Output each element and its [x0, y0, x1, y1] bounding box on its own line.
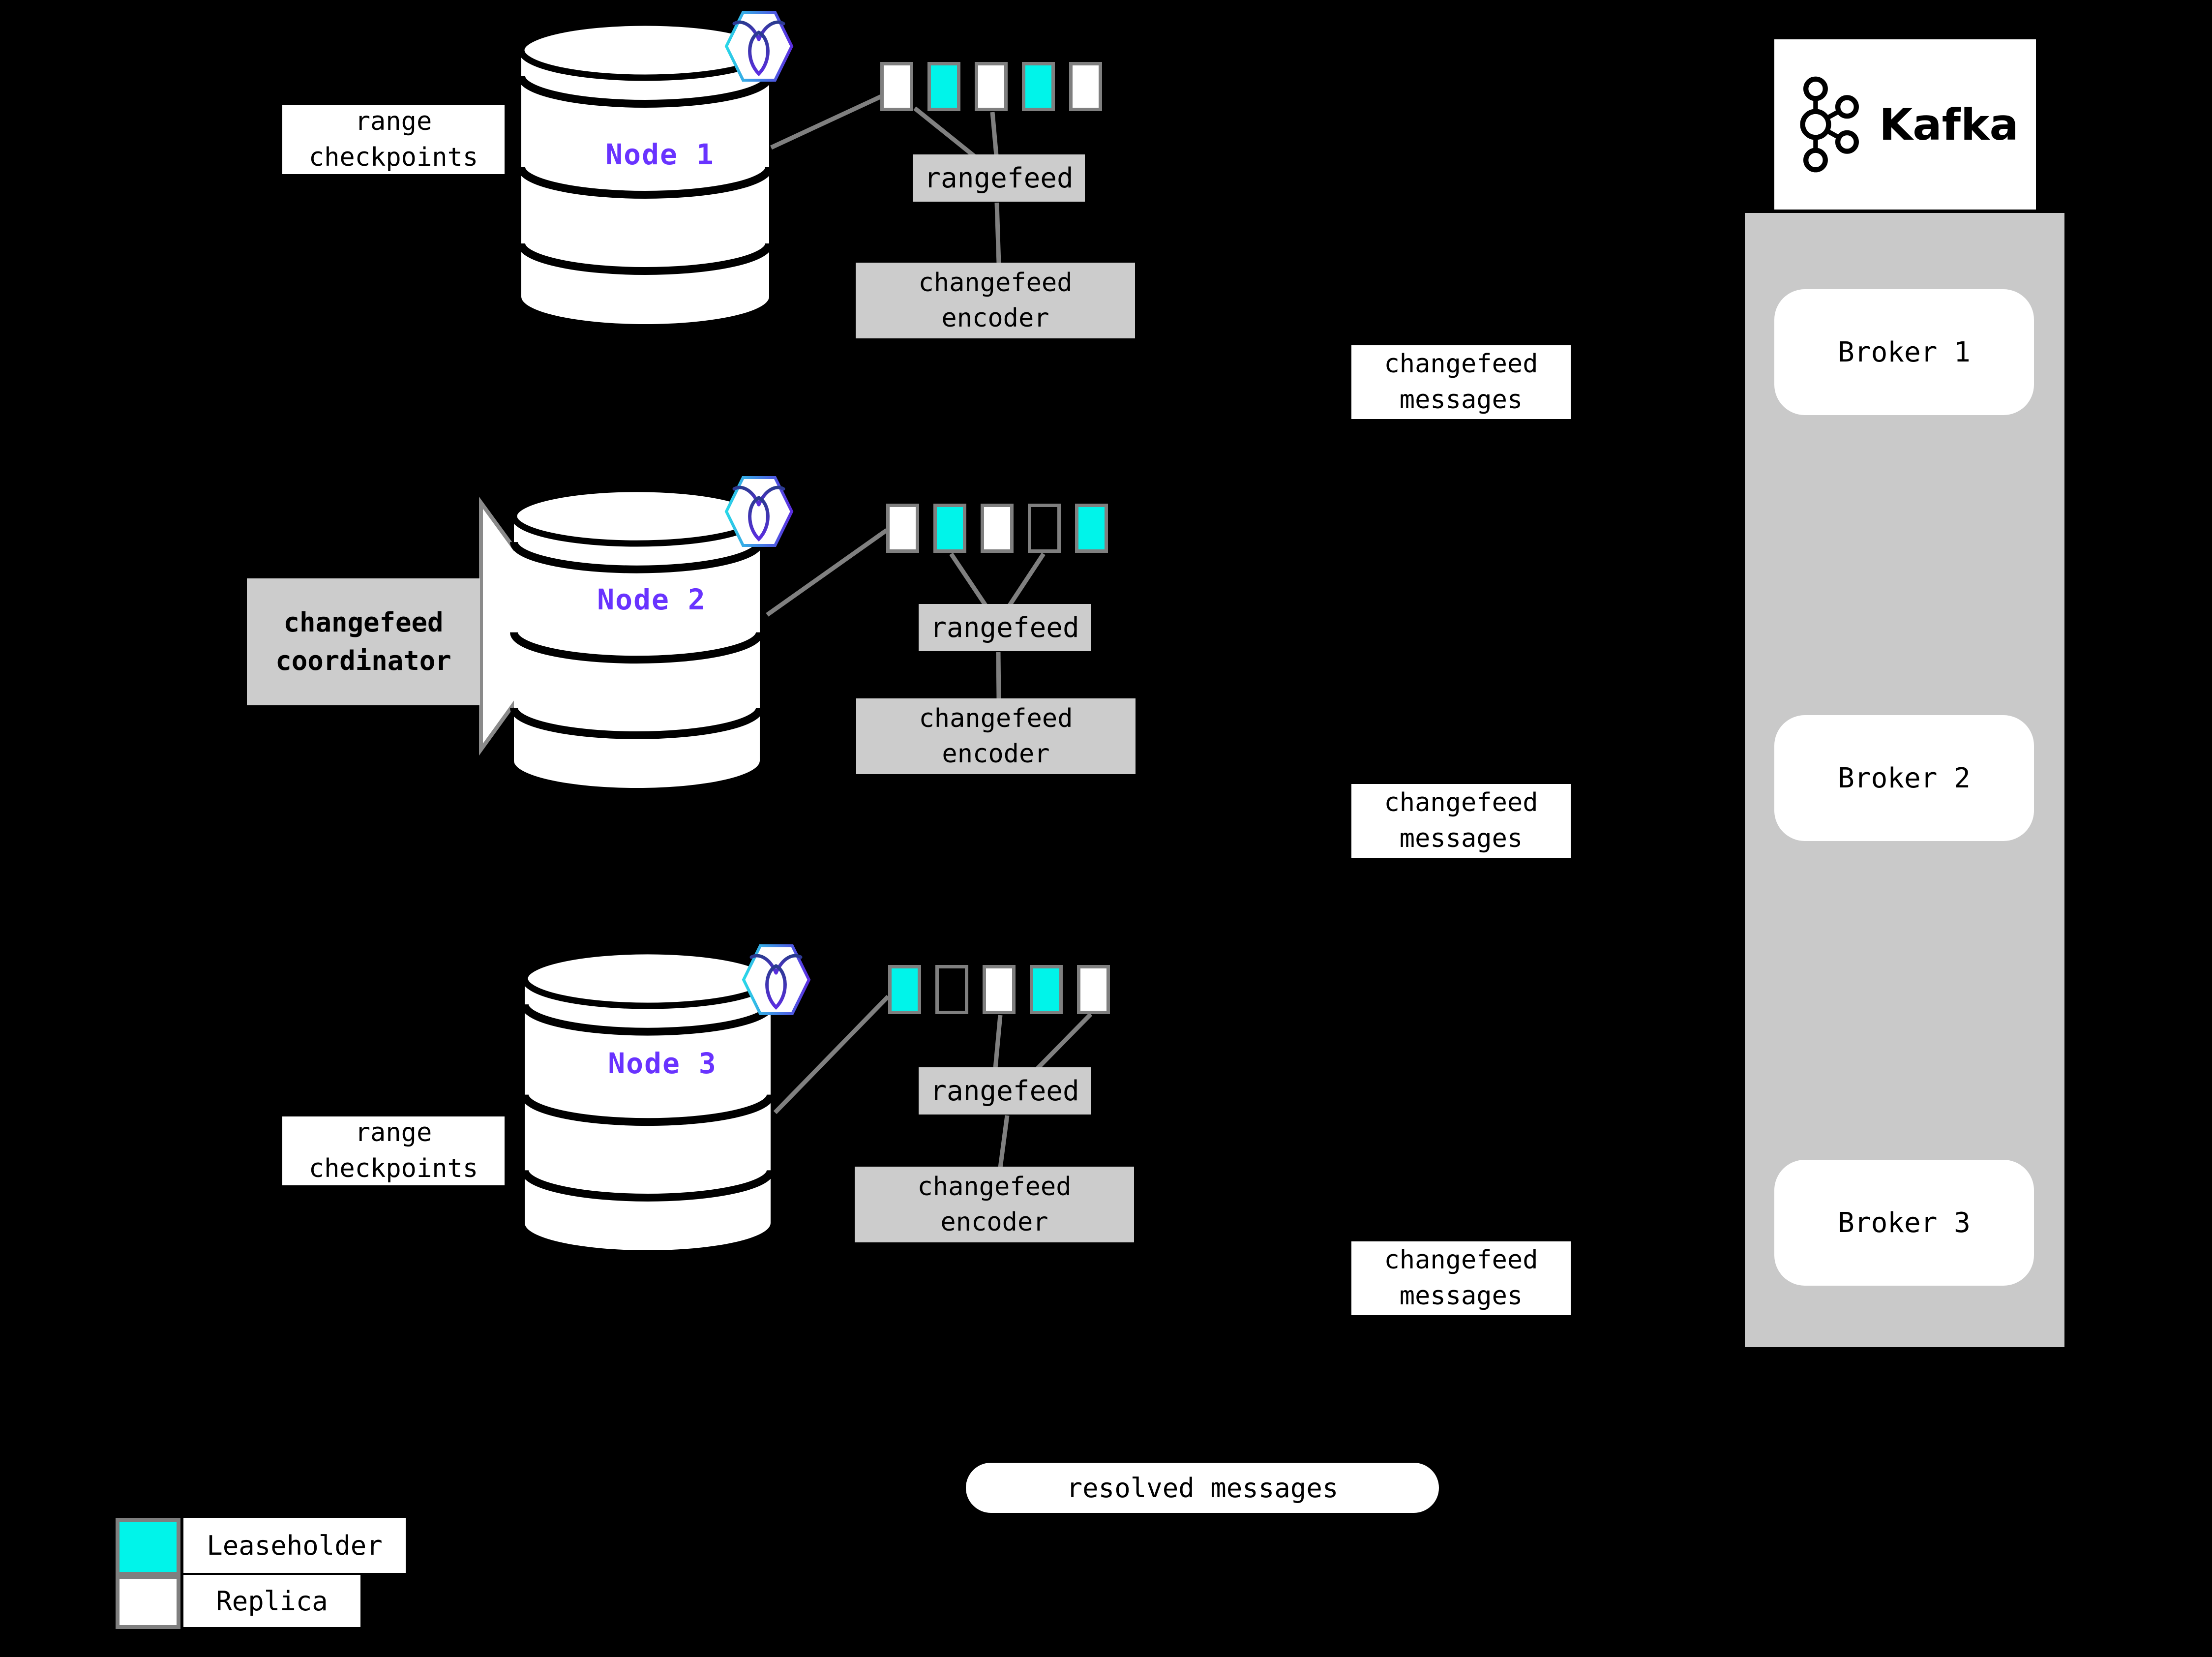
messages-label-line1: changefeed	[1384, 349, 1538, 379]
rangefeed-box: rangefeed	[919, 1067, 1091, 1115]
encoder-label-line1: changefeed	[918, 268, 1073, 298]
range-square-empty	[935, 965, 968, 1014]
range-square-leaseholder	[888, 965, 921, 1014]
messages-label-line1: changefeed	[1384, 1245, 1538, 1275]
node1-database-cylinder	[517, 20, 773, 324]
changefeed-encoder-box: changefeed encoder	[855, 1167, 1134, 1242]
changefeed-messages-label: changefeed messages	[1351, 1241, 1571, 1315]
encoder-label-line1: changefeed	[917, 1172, 1072, 1202]
encoder-label-line2: encoder	[940, 1207, 1048, 1237]
range-square-replica	[1069, 62, 1102, 111]
rangefeed-label: rangefeed	[924, 162, 1074, 194]
messages-label-line1: changefeed	[1384, 788, 1538, 817]
range-checkpoints-line1: range	[355, 107, 432, 136]
coordinator-label-line2: coordinator	[275, 645, 451, 676]
node2-label: Node 2	[597, 583, 706, 616]
kafka-header: Kafka	[1774, 39, 2036, 210]
cockroachdb-logo-icon	[724, 476, 794, 547]
encoder-label-line1: changefeed	[919, 704, 1073, 733]
encoder-label-line2: encoder	[942, 739, 1050, 769]
range-square-replica	[983, 965, 1016, 1014]
range-checkpoints-label: range checkpoints	[282, 1116, 505, 1185]
range-square-replica	[975, 62, 1008, 111]
kafka-logo-icon	[1800, 76, 1859, 173]
range-square-replica	[886, 504, 919, 553]
legend-leaseholder-swatch	[116, 1518, 180, 1576]
kafka-title: Kafka	[1879, 99, 2019, 150]
range-square-replica	[880, 62, 913, 111]
node2-database-cylinder	[510, 486, 764, 788]
broker-1: Broker 1	[1774, 289, 2034, 415]
range-checkpoints-label: range checkpoints	[282, 105, 505, 174]
messages-label-line2: messages	[1399, 1281, 1523, 1311]
encoder-label-line2: encoder	[941, 303, 1049, 333]
messages-label-line2: messages	[1399, 385, 1523, 415]
rangefeed-label: rangefeed	[930, 1075, 1079, 1107]
range-square-leaseholder	[927, 62, 960, 111]
range-checkpoints-line2: checkpoints	[308, 143, 478, 172]
node1-label: Node 1	[605, 138, 715, 171]
legend-replica-label: Replica	[183, 1575, 360, 1627]
rangefeed-box: rangefeed	[913, 154, 1085, 202]
range-square-leaseholder	[1022, 62, 1055, 111]
changefeed-messages-label: changefeed messages	[1351, 784, 1571, 858]
range-square-leaseholder	[1030, 965, 1063, 1014]
node3-label: Node 3	[608, 1047, 717, 1080]
changefeed-coordinator-box: changefeed coordinator	[247, 578, 480, 705]
messages-label-line2: messages	[1399, 824, 1523, 853]
changefeed-encoder-box: changefeed encoder	[856, 698, 1136, 774]
range-square-leaseholder	[1075, 504, 1108, 553]
rangefeed-label: rangefeed	[930, 611, 1079, 644]
range-square-replica	[1077, 965, 1110, 1014]
node3-database-cylinder	[521, 948, 775, 1251]
rangefeed-box: rangefeed	[919, 604, 1091, 651]
broker-3: Broker 3	[1774, 1160, 2034, 1286]
range-square-leaseholder	[933, 504, 966, 553]
changefeed-encoder-box: changefeed encoder	[856, 263, 1135, 338]
cockroachdb-logo-icon	[724, 11, 794, 82]
coordinator-label-line1: changefeed	[283, 607, 444, 638]
changefeed-messages-label: changefeed messages	[1351, 345, 1571, 419]
range-checkpoints-line2: checkpoints	[308, 1154, 478, 1183]
range-square-replica	[981, 504, 1014, 553]
broker-2: Broker 2	[1774, 715, 2034, 841]
legend-leaseholder-label: Leaseholder	[183, 1518, 406, 1573]
legend-replica-swatch	[116, 1575, 180, 1629]
cockroachdb-logo-icon	[742, 944, 811, 1015]
range-square-empty	[1028, 504, 1061, 553]
range-checkpoints-line1: range	[355, 1118, 432, 1147]
resolved-messages-pill: resolved messages	[966, 1463, 1439, 1513]
